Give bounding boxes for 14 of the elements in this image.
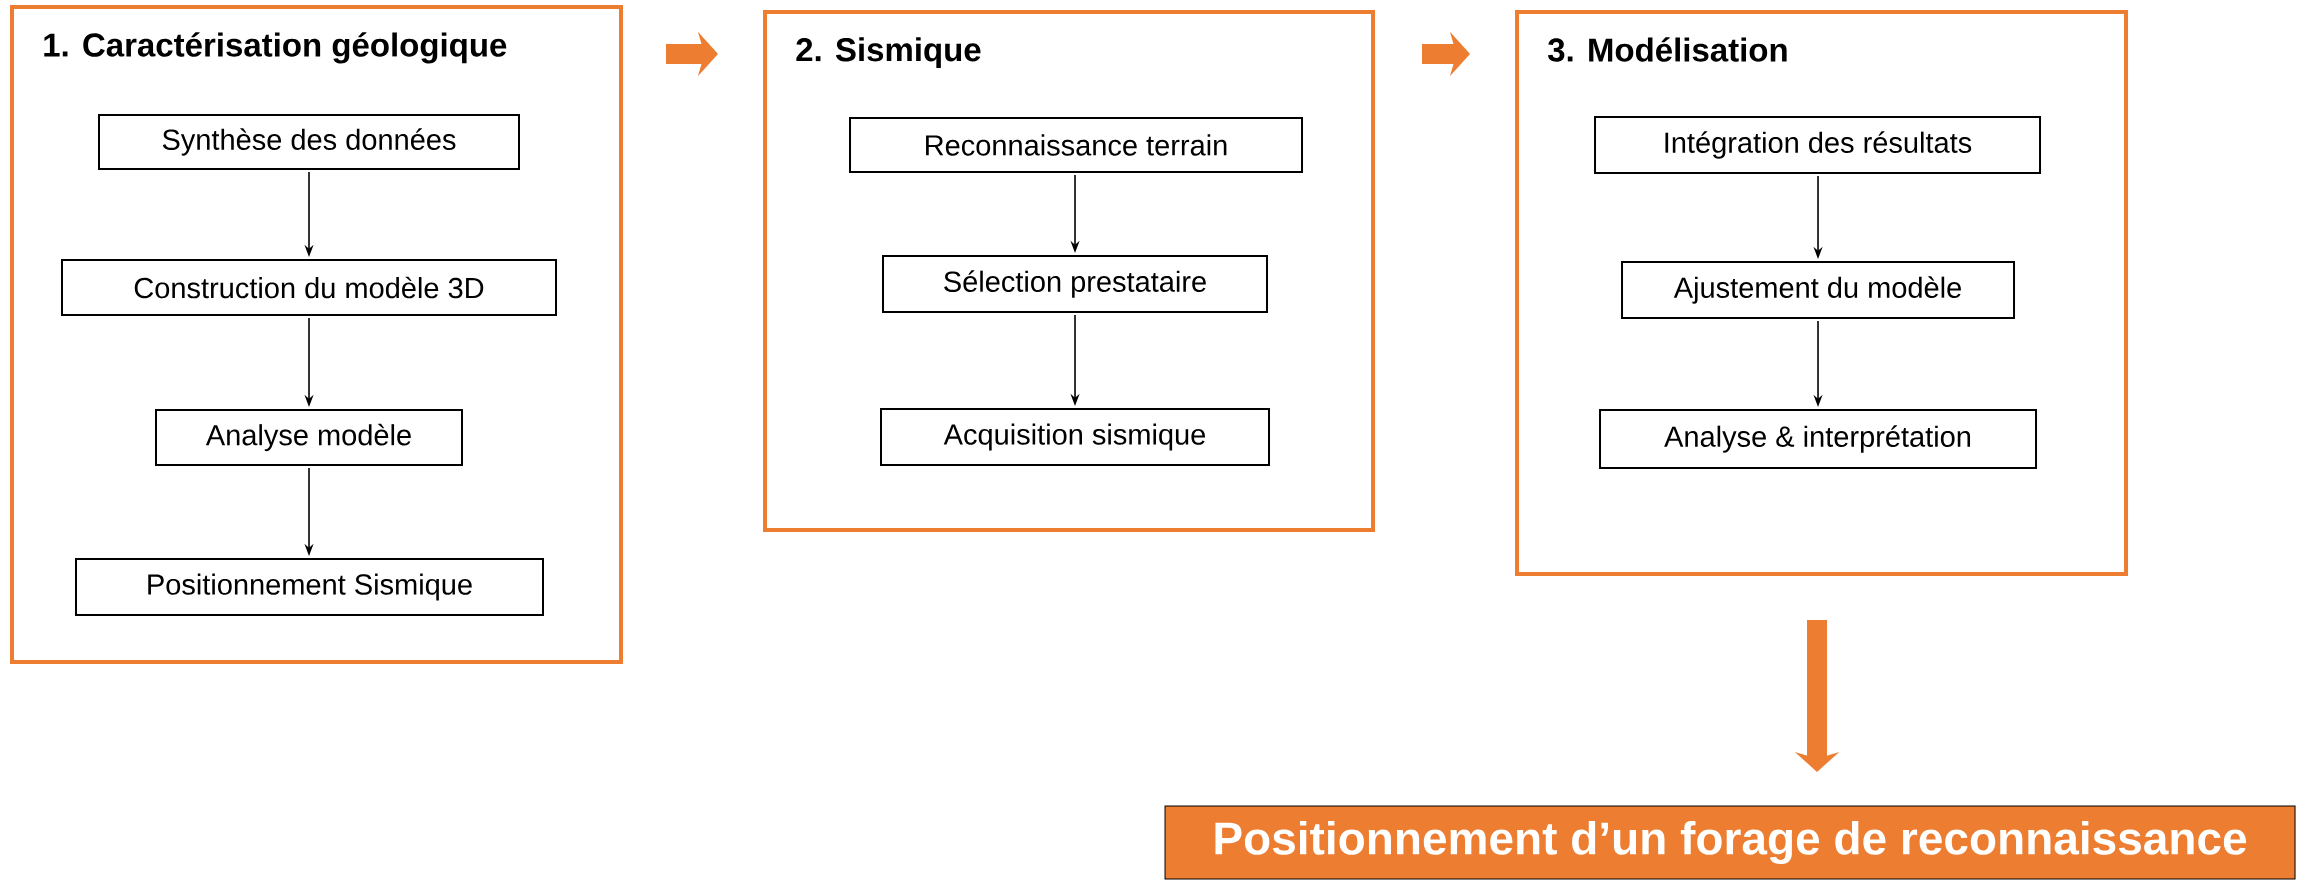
step-box: Ajustement du modèle — [1621, 261, 2015, 319]
step-box: Positionnement Sismique — [75, 558, 544, 616]
step-box: Reconnaissance terrain — [849, 117, 1303, 173]
panel-heading: 3. Modélisation — [1547, 37, 1787, 62]
result-box: Positionnement d’un forage de reconnaissance — [1164, 805, 2296, 880]
step-box: Construction du modèle 3D — [61, 259, 557, 316]
step-box: Analyse modèle — [155, 409, 463, 466]
step-box: Intégration des résultats — [1594, 116, 2042, 174]
step-box: Sélection prestataire — [882, 255, 1268, 313]
panel-heading: 2. Sismique — [796, 37, 981, 68]
step-box: Acquisition sismique — [880, 408, 1270, 466]
step-box: Synthèse des données — [98, 114, 520, 170]
panel-heading: 1. Caractérisation géologique — [44, 32, 507, 64]
step-box: Analyse & interprétation — [1599, 409, 2037, 469]
